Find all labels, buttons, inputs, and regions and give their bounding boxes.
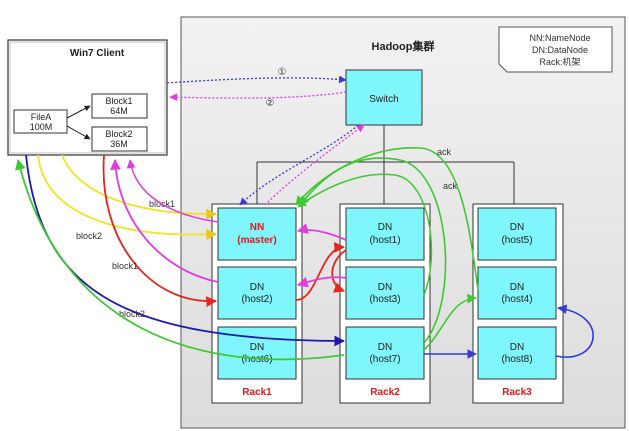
yellow-block2-arrow [37,154,218,240]
blue-host8-loop [555,304,594,358]
magenta-host1-to-master [296,223,347,241]
rack2: DN (host1) DN (host3) DN (host7) Rack2 [339,203,431,404]
node-host5-line2: (host5) [501,235,532,246]
node-host5 [477,207,557,261]
block1-name: Block1 [105,96,132,106]
node-host1 [345,207,425,261]
magenta-host3-to-host2 [296,276,347,288]
step1-label: ① [278,67,287,78]
red-block1-arrow [102,154,218,307]
switch-to-master-blue [239,124,359,206]
master-to-switch-magenta [264,124,365,206]
node-host8-line2: (host8) [501,354,532,365]
green-host7-to-host4 [423,293,477,351]
legend-line-rack: Rack:机架 [539,56,580,67]
node-host1-line2: (host1) [369,235,400,246]
red-host2-to-host1 [295,242,346,301]
node-host1-line1: DN [378,222,392,233]
file-a-size: 100M [30,122,53,132]
rack2-label: Rack2 [370,387,400,398]
block2-name: Block2 [105,129,132,139]
step2-response-arrow [169,91,347,102]
node-host4-line2: (host4) [501,294,532,305]
switch-box [345,69,423,126]
rack3: DN (host5) DN (host4) DN (host8) Rack3 [472,203,564,404]
green-ack-to-client [15,158,345,361]
magenta-ack-master-to-client [126,159,219,223]
block2-box [91,126,148,152]
node-host8 [477,326,557,380]
node-master-line1: NN [250,222,264,233]
navy-block2-arrow [25,154,346,347]
file-a-box [13,109,68,134]
node-master-line2: (master) [237,235,276,246]
step2-label: ② [266,98,275,109]
file-a-name: FileA [31,112,52,122]
green-ack-host3-to-master [297,173,433,296]
red-block1-label: block1 [112,261,138,271]
node-host3-line1: DN [378,282,392,293]
block1-size: 64M [110,106,128,116]
block2-size: 36M [110,139,128,149]
red-host1-to-host3 [331,249,347,293]
node-host8-line1: DN [510,342,524,353]
network-links [256,125,515,205]
node-host7-line1: DN [378,342,392,353]
cluster-title: Hadoop集群 [372,39,435,53]
yellow-block1-arrow [61,154,218,220]
node-host6-line1: DN [250,342,264,353]
node-host2 [217,266,297,320]
node-host2-line1: DN [250,282,264,293]
node-host3-line2: (host3) [369,294,400,305]
magenta-ack-host2-to-client [110,158,219,283]
green-block2-label: block2 [119,309,145,319]
legend-line-nn: NN:NameNode [529,33,590,43]
yellow-block2-label: block2 [76,231,102,241]
node-host7-line2: (host7) [369,354,400,365]
node-host2-line2: (host2) [241,294,272,305]
node-master [217,207,297,261]
legend-note: NN:NameNode DN:DataNode Rack:机架 [498,26,613,73]
ack-label-1: ack [437,147,452,157]
node-host3 [345,266,425,320]
node-host4 [477,266,557,320]
file-to-block1-arrow [66,105,91,119]
step1-request-arrow [166,75,347,84]
node-host4-line1: DN [510,282,524,293]
node-host5-line1: DN [510,222,524,233]
switch-label: Switch [369,94,398,105]
ack-label-2: ack [443,181,458,191]
file-to-block2-arrow [66,125,91,140]
client-window: Win7 Client FileA 100M Block1 64M Block2… [7,39,168,156]
rack3-label: Rack3 [502,387,532,398]
rack1-label: Rack1 [242,387,272,398]
client-title: Win7 Client [70,48,125,59]
node-host7 [345,326,425,380]
block1-box [91,93,148,119]
legend-line-dn: DN:DataNode [532,45,588,55]
green-ack-rack3-to-master [295,147,479,291]
rack1: NN (master) DN (host2) DN (host6) Rack1 [211,203,303,404]
